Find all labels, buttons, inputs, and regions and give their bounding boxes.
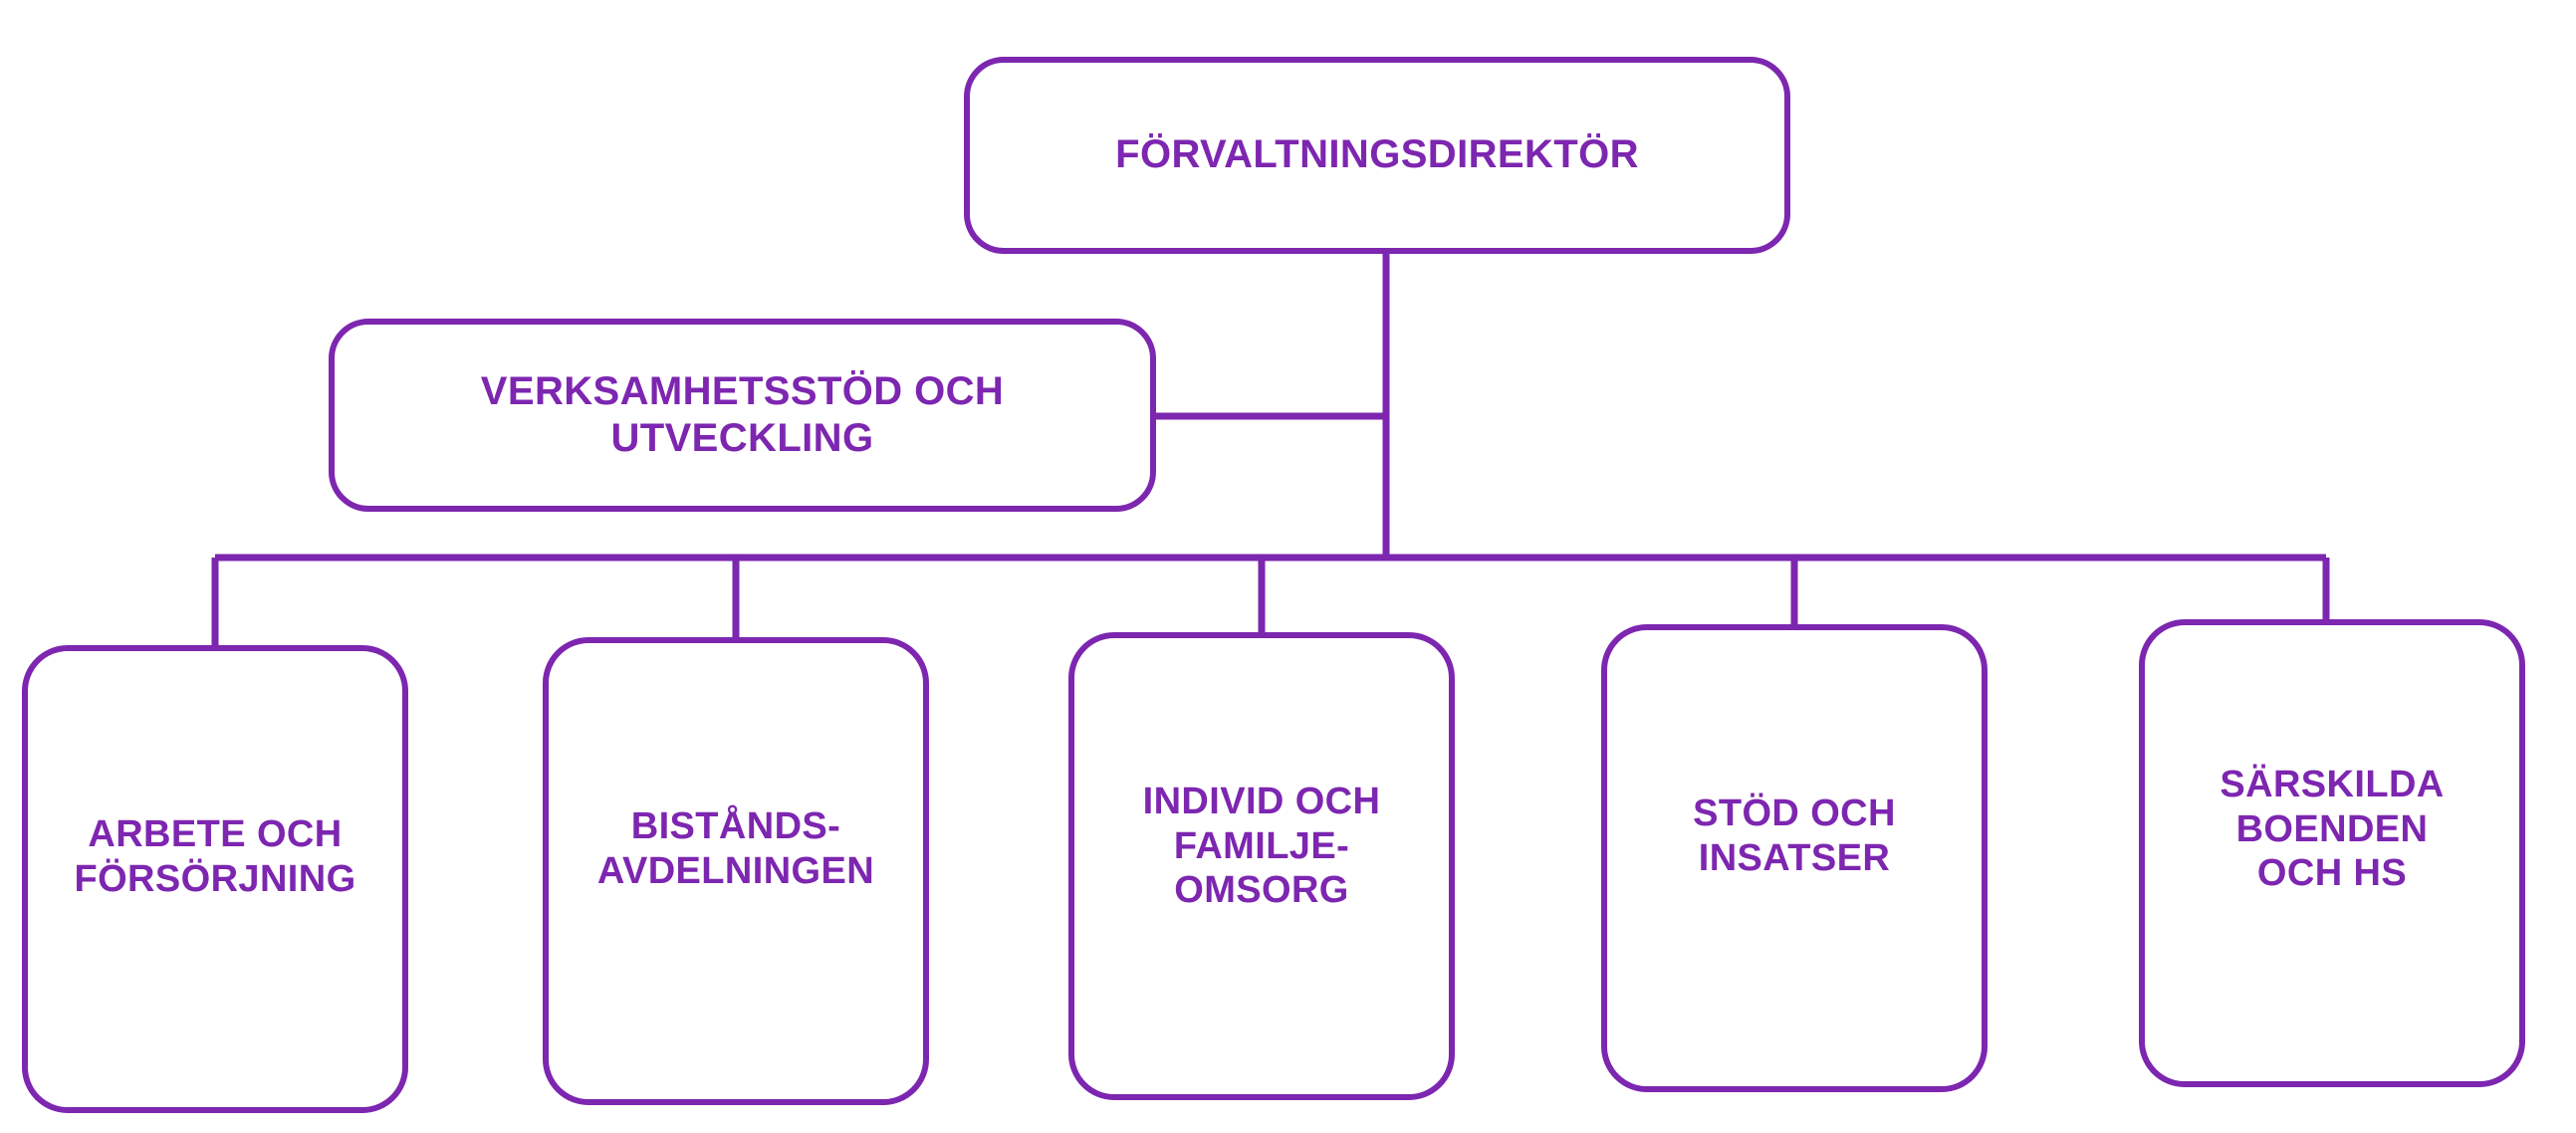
node-stod-och-insatser[interactable]: STÖD OCH INSATSER (1601, 624, 1988, 1092)
node-forvaltningsdirektor[interactable]: FÖRVALTNINGSDIREKTÖR (964, 57, 1790, 254)
node-bistandsavdelningen[interactable]: BISTÅNDS- AVDELNINGEN (543, 637, 929, 1105)
node-label-stod-och-insatser: STÖD OCH INSATSER (1693, 793, 1896, 879)
node-label-arbete-och-forsorjning: ARBETE OCH FÖRSÖRJNING (74, 813, 356, 900)
node-arbete-och-forsorjning[interactable]: ARBETE OCH FÖRSÖRJNING (22, 645, 408, 1113)
node-label-individ-och-familjeomsorg: INDIVID OCH FAMILJE- OMSORG (1142, 780, 1381, 912)
node-verksamhetsstod[interactable]: VERKSAMHETSSTÖD OCH UTVECKLING (329, 319, 1156, 512)
node-label-sarskilda-boenden-och-hs: SÄRSKILDA BOENDEN OCH HS (2220, 763, 2445, 895)
node-individ-och-familjeomsorg[interactable]: INDIVID OCH FAMILJE- OMSORG (1068, 632, 1455, 1100)
node-label-forvaltningsdirektor: FÖRVALTNINGSDIREKTÖR (1115, 132, 1639, 177)
node-label-bistandsavdelningen: BISTÅNDS- AVDELNINGEN (596, 805, 875, 892)
node-sarskilda-boenden-och-hs[interactable]: SÄRSKILDA BOENDEN OCH HS (2139, 619, 2525, 1087)
node-label-verksamhetsstod: VERKSAMHETSSTÖD OCH UTVECKLING (480, 368, 1005, 460)
